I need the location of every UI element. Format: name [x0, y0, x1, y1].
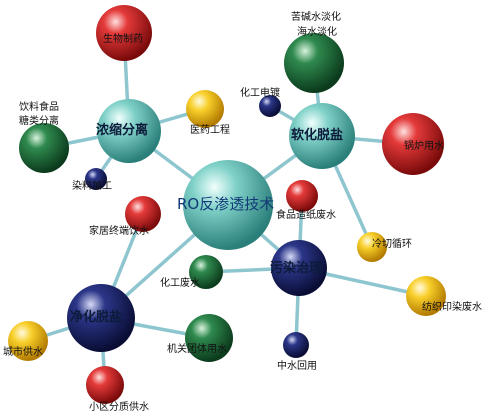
- leaf-reuse-label: 中水回用: [277, 361, 317, 372]
- leaf-food-label-2: 糖类分离: [19, 116, 59, 127]
- node-boiler: [382, 113, 444, 175]
- hub-concentrate-label: 浓缩分离: [96, 123, 149, 138]
- leaf-home-drink-label: 家居终端饮水: [89, 226, 149, 237]
- leaf-food-label-1: 饮料食品: [19, 102, 59, 113]
- leaf-plating-label: 化工电镀: [240, 88, 280, 99]
- hub-pollution-label: 污染治理: [270, 261, 323, 276]
- leaf-city-label: 城市供水: [3, 347, 43, 358]
- node-food-sugar: [19, 123, 69, 173]
- node-textile: [406, 276, 446, 316]
- hub-concentrate: [97, 99, 161, 163]
- leaf-bio-pharma-label: 生物制药: [103, 34, 143, 45]
- node-bio-pharma: [96, 5, 152, 61]
- node-chem-plating: [259, 95, 281, 117]
- node-medicine-eng: [186, 90, 224, 128]
- leaf-paper-label: 食品造纸废水: [276, 210, 336, 221]
- node-paper: [286, 180, 318, 212]
- node-institution: [185, 314, 233, 362]
- center-label: RO反渗透技术: [177, 195, 275, 213]
- node-community: [86, 366, 124, 404]
- node-home-drink: [125, 196, 161, 232]
- leaf-cooling-label: 冷切循环: [372, 239, 412, 250]
- leaf-dye-label: 染料加工: [72, 181, 112, 192]
- leaf-desal-label-1: 苦碱水淡化: [291, 12, 341, 23]
- leaf-boiler-label: 锅炉用水: [404, 141, 444, 152]
- node-chem-waste: [189, 255, 223, 289]
- node-dye-processing: [85, 168, 107, 190]
- hub-purify: [67, 284, 135, 352]
- hub-purify-label: 净化脱盐: [70, 310, 123, 325]
- leaf-textile-label: 纺织印染废水: [422, 302, 482, 313]
- node-city: [8, 321, 48, 361]
- node-reuse: [283, 332, 309, 358]
- leaf-medicine-label: 医药工程: [190, 125, 230, 136]
- leaf-institution-label: 机关团体用水: [167, 344, 227, 355]
- node-cooling: [357, 232, 387, 262]
- hub-soften: [289, 103, 355, 169]
- node-desalination: [284, 33, 344, 93]
- leaf-desal-label-2: 海水淡化: [297, 27, 337, 38]
- hub-pollution: [271, 240, 327, 296]
- hub-soften-label: 软化脱盐: [291, 128, 344, 143]
- center-node: [183, 160, 273, 250]
- leaf-chem-waste-label: 化工废水: [160, 278, 200, 289]
- leaf-community-label: 小区分质供水: [89, 402, 149, 413]
